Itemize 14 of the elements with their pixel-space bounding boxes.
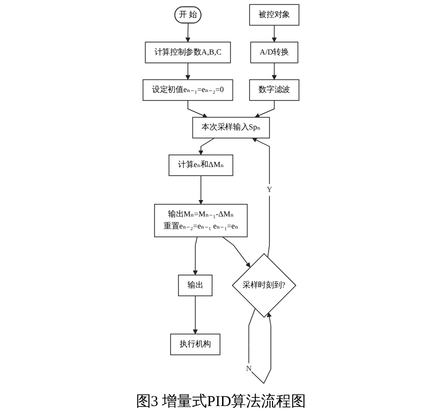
arrow — [198, 138, 215, 156]
arrow — [272, 24, 277, 42]
arrow — [248, 308, 272, 384]
figure-caption: 图3 增量式PID算法流程图 — [134, 392, 308, 412]
arrow — [192, 295, 198, 334]
arrow — [192, 236, 198, 276]
arrow — [185, 62, 190, 80]
arrow — [272, 62, 277, 80]
arrow — [198, 175, 204, 204]
arrow — [222, 236, 250, 268]
arrow — [188, 100, 208, 118]
arrow — [185, 22, 190, 42]
arrow — [254, 100, 275, 118]
arrow — [252, 138, 270, 258]
